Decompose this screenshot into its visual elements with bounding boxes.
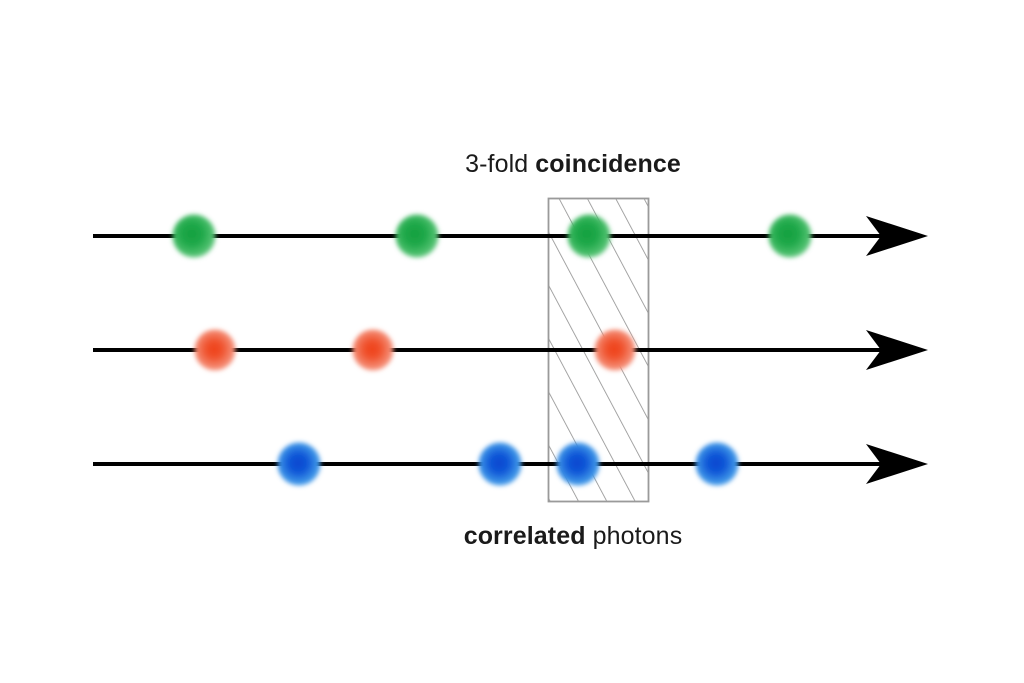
caption-space bbox=[586, 522, 593, 550]
beam-arrowheads bbox=[866, 216, 928, 484]
photon-dot bbox=[352, 329, 394, 371]
photon-dot bbox=[194, 329, 236, 371]
correlated-caption-bold: correlated bbox=[463, 522, 586, 550]
correlated-caption-plain: photons bbox=[592, 522, 683, 550]
photon-dot-in-window bbox=[556, 442, 600, 486]
coincidence-caption: 3-fold coincidence bbox=[0, 152, 1024, 177]
photon-dot-in-window bbox=[567, 214, 611, 258]
coincidence-caption-bold: coincidence bbox=[535, 150, 681, 178]
red-beam-arrowhead bbox=[866, 330, 928, 370]
blue-photons bbox=[277, 442, 739, 486]
green-photons bbox=[172, 214, 812, 258]
green-beam-arrowhead bbox=[866, 216, 928, 256]
photon-dot-in-window bbox=[594, 329, 636, 371]
coincidence-caption-plain: 3-fold bbox=[465, 150, 529, 178]
photon-dot bbox=[395, 214, 439, 258]
photon-dot bbox=[172, 214, 216, 258]
correlated-photons-caption: correlated photons bbox=[0, 524, 1024, 549]
blue-beam-arrowhead bbox=[866, 444, 928, 484]
photon-dot bbox=[695, 442, 739, 486]
photon-dot bbox=[478, 442, 522, 486]
red-photons bbox=[194, 329, 636, 371]
photon-dot bbox=[768, 214, 812, 258]
photon-dot bbox=[277, 442, 321, 486]
